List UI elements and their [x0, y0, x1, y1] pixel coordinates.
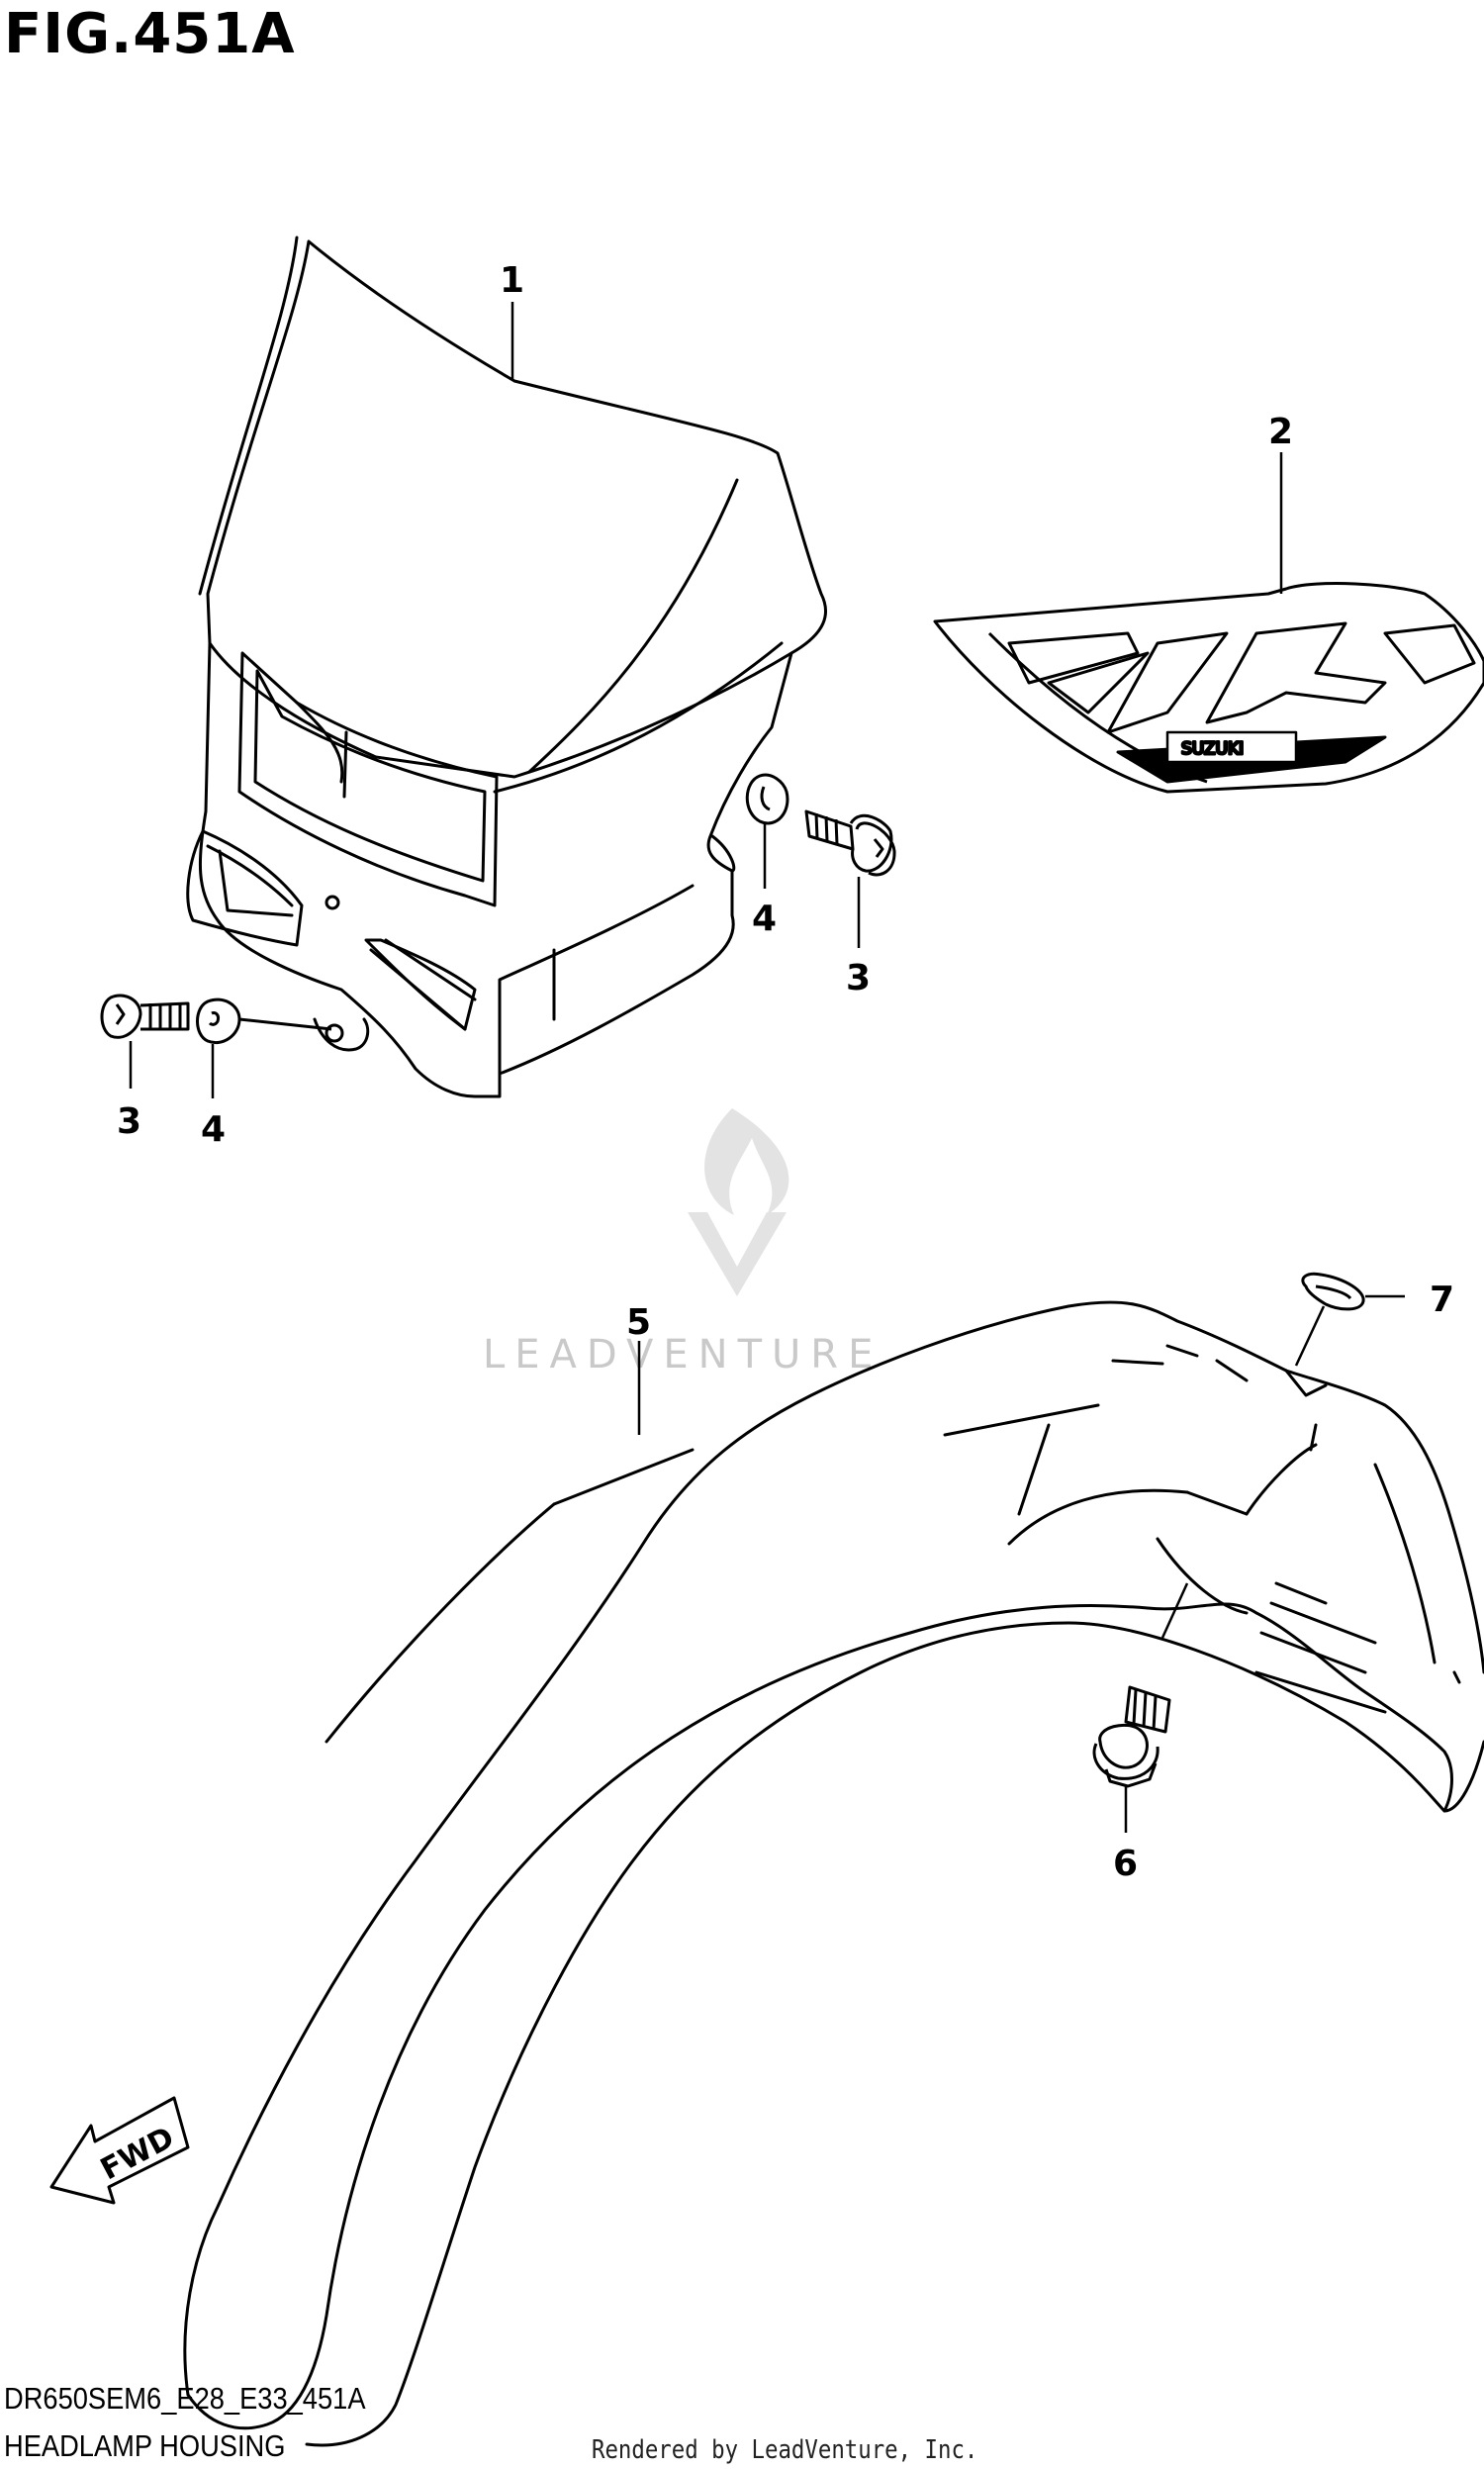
flame-icon — [704, 1108, 789, 1215]
callout-6: 6 — [1113, 1844, 1138, 1884]
callout-3-left: 3 — [117, 1101, 141, 1142]
suzuki-badge — [1165, 730, 1298, 764]
callout-5: 5 — [626, 1302, 651, 1343]
decal-brand-text: SUZUKI — [1181, 739, 1244, 759]
headlamp-housing-part — [186, 236, 828, 1098]
screw-left-part — [100, 994, 190, 1039]
section-name: HEADLAMP HOUSING — [4, 2428, 286, 2463]
callout-7: 7 — [1430, 1280, 1454, 1320]
callout-4-right: 4 — [752, 899, 777, 939]
model-code: DR650SEM6_E28_E33_451A — [4, 2381, 366, 2416]
grommet-left-part — [196, 997, 332, 1044]
forward-direction-arrow: FWD — [49, 2096, 190, 2205]
grommet-right-part — [745, 773, 789, 825]
leadventure-watermark: LEADVENTURE — [483, 1108, 882, 1377]
figure-title: FIG.451A — [4, 2, 296, 66]
front-fender-part — [183, 1300, 1484, 2447]
callout-numbers: 1 2 3 4 3 4 5 6 7 — [117, 260, 1454, 1884]
flange-bolt-part — [1092, 1685, 1171, 1788]
render-credit: Rendered by LeadVenture, Inc. — [592, 2435, 978, 2465]
callout-2: 2 — [1268, 412, 1293, 452]
callout-1: 1 — [500, 260, 524, 301]
watermark-text: LEADVENTURE — [483, 1332, 882, 1377]
screw-right-part — [804, 809, 896, 877]
fwd-arrow-icon — [49, 2096, 190, 2205]
fender-grommet-part — [1301, 1272, 1365, 1311]
dr-decal-part: SUZUKI — [933, 582, 1484, 794]
callout-4-left: 4 — [201, 1109, 226, 1150]
leader-lines — [129, 302, 1405, 1833]
callout-3-right: 3 — [846, 958, 871, 998]
v-mark-icon — [688, 1212, 787, 1296]
